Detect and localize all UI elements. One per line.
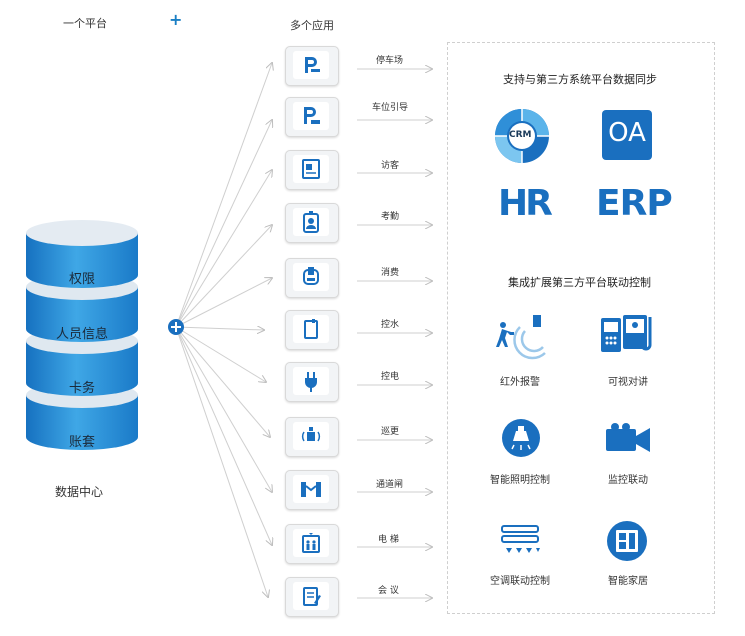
oa-text: OA bbox=[608, 118, 646, 148]
app-attendance[interactable] bbox=[285, 203, 339, 243]
app-parking[interactable] bbox=[285, 46, 339, 86]
app-label-power: 控电 bbox=[381, 372, 400, 382]
platform-title: 一个平台 bbox=[63, 17, 107, 30]
control-label-smart-home: 智能家居 bbox=[608, 576, 648, 587]
app-visitor[interactable] bbox=[285, 150, 339, 190]
sync-title: 支持与第三方系统平台数据同步 bbox=[503, 73, 657, 86]
crm-icon bbox=[495, 109, 549, 163]
db-layer-cards: 卡务 bbox=[68, 381, 95, 396]
plus-icon: + bbox=[169, 10, 183, 29]
app-meeting[interactable] bbox=[285, 577, 339, 617]
app-power-control[interactable] bbox=[285, 362, 339, 402]
infrared-alarm-icon bbox=[496, 315, 546, 360]
app-water-control[interactable] bbox=[285, 310, 339, 350]
control-label-ac: 空调联动控制 bbox=[490, 576, 550, 587]
patrol-icon bbox=[301, 427, 321, 442]
app-parking-guidance[interactable] bbox=[285, 97, 339, 137]
elevator-icon bbox=[302, 533, 320, 553]
parking-guidance-icon bbox=[304, 107, 320, 124]
app-label-elevator: 电 梯 bbox=[378, 535, 399, 545]
app-label-parking: 停车场 bbox=[376, 56, 404, 66]
db-layer-permissions: 权限 bbox=[68, 272, 95, 287]
oa-tile bbox=[602, 110, 652, 160]
turnstile-gate-icon bbox=[301, 482, 321, 497]
meeting-document-icon bbox=[303, 587, 321, 606]
control-label-infrared: 红外报警 bbox=[500, 377, 540, 388]
control-title: 集成扩展第三方平台联动控制 bbox=[508, 276, 651, 289]
hr-logo: HR bbox=[498, 183, 553, 224]
app-label-turnstile: 通道闸 bbox=[376, 480, 404, 490]
attendance-badge-icon bbox=[303, 211, 319, 233]
smart-lighting-icon bbox=[502, 419, 540, 457]
video-intercom-icon bbox=[601, 315, 652, 352]
crm-text: CRM bbox=[509, 130, 532, 140]
app-label-visitor: 访客 bbox=[381, 161, 400, 171]
air-conditioner-icon bbox=[501, 525, 540, 553]
db-layer-accounts: 账套 bbox=[68, 435, 95, 450]
third-party-panel bbox=[447, 42, 715, 614]
water-card-icon bbox=[304, 319, 318, 339]
apps-title: 多个应用 bbox=[290, 19, 334, 32]
app-turnstile[interactable] bbox=[285, 470, 339, 510]
parking-icon bbox=[305, 57, 320, 73]
control-label-lighting: 智能照明控制 bbox=[490, 475, 550, 486]
db-layer-personnel: 人员信息 bbox=[55, 327, 108, 342]
app-label-meeting: 会 议 bbox=[378, 586, 399, 596]
app-elevator[interactable] bbox=[285, 524, 339, 564]
database-cylinder-icon bbox=[26, 220, 138, 450]
erp-logo: ERP bbox=[596, 183, 673, 224]
app-patrol[interactable] bbox=[285, 417, 339, 457]
control-label-surveillance: 监控联动 bbox=[608, 475, 648, 486]
app-consumption[interactable] bbox=[285, 258, 339, 298]
app-label-parking-guidance: 车位引导 bbox=[372, 103, 409, 113]
pos-terminal-icon bbox=[303, 267, 319, 285]
app-label-attendance: 考勤 bbox=[381, 212, 400, 222]
control-label-intercom: 可视对讲 bbox=[608, 377, 648, 388]
visitor-icon bbox=[302, 159, 320, 179]
app-label-water: 控水 bbox=[381, 320, 400, 330]
app-label-patrol: 巡更 bbox=[381, 427, 400, 437]
surveillance-camera-icon bbox=[606, 423, 650, 452]
database-caption: 数据中心 bbox=[55, 485, 104, 499]
app-label-consumption: 消费 bbox=[381, 268, 400, 278]
power-plug-icon bbox=[305, 372, 317, 392]
smart-home-icon bbox=[607, 521, 647, 561]
